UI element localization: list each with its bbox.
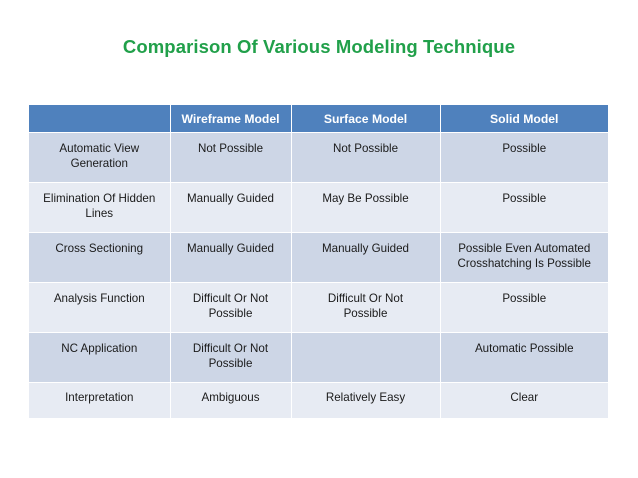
cell-wireframe: Ambiguous bbox=[170, 382, 292, 419]
cell-wireframe: Manually Guided bbox=[170, 182, 292, 233]
cell-solid: Possible bbox=[440, 182, 608, 233]
table-row: NC Application Difficult Or Not Possible… bbox=[29, 332, 608, 383]
comparison-table: Wireframe Model Surface Model Solid Mode… bbox=[29, 105, 608, 419]
table-row: Interpretation Ambiguous Relatively Easy… bbox=[29, 382, 608, 419]
cell-wireframe: Difficult Or Not Possible bbox=[170, 332, 292, 383]
cell-feature: Analysis Function bbox=[29, 282, 171, 333]
cell-solid: Possible bbox=[440, 132, 608, 183]
cell-wireframe: Manually Guided bbox=[170, 232, 292, 283]
table-row: Analysis Function Difficult Or Not Possi… bbox=[29, 282, 608, 333]
table-row: Elimination Of Hidden Lines Manually Gui… bbox=[29, 182, 608, 233]
cell-solid: Possible bbox=[440, 282, 608, 333]
page-title: Comparison Of Various Modeling Technique bbox=[122, 36, 516, 57]
cell-solid: Automatic Possible bbox=[440, 332, 608, 383]
cell-feature: Automatic View Generation bbox=[29, 132, 171, 183]
table-header-row: Wireframe Model Surface Model Solid Mode… bbox=[29, 105, 608, 133]
cell-surface bbox=[291, 332, 441, 383]
cell-surface: Relatively Easy bbox=[291, 382, 441, 419]
column-header-feature bbox=[29, 105, 171, 133]
cell-wireframe: Difficult Or Not Possible bbox=[170, 282, 292, 333]
cell-feature: Interpretation bbox=[29, 382, 171, 419]
table-header: Wireframe Model Surface Model Solid Mode… bbox=[29, 105, 608, 133]
column-header-wireframe-model: Wireframe Model bbox=[170, 105, 292, 133]
column-header-surface-model: Surface Model bbox=[291, 105, 441, 133]
cell-feature: NC Application bbox=[29, 332, 171, 383]
cell-surface: Difficult Or Not Possible bbox=[291, 282, 441, 333]
table-row: Cross Sectioning Manually Guided Manuall… bbox=[29, 232, 608, 283]
table-body: Automatic View Generation Not Possible N… bbox=[29, 132, 608, 419]
table-row: Automatic View Generation Not Possible N… bbox=[29, 132, 608, 183]
cell-solid: Clear bbox=[440, 382, 608, 419]
cell-wireframe: Not Possible bbox=[170, 132, 292, 183]
cell-solid: Possible Even Automated Crosshatching Is… bbox=[440, 232, 608, 283]
cell-feature: Elimination Of Hidden Lines bbox=[29, 182, 171, 233]
cell-surface: Manually Guided bbox=[291, 232, 441, 283]
cell-feature: Cross Sectioning bbox=[29, 232, 171, 283]
cell-surface: Not Possible bbox=[291, 132, 441, 183]
column-header-solid-model: Solid Model bbox=[440, 105, 608, 133]
cell-surface: May Be Possible bbox=[291, 182, 441, 233]
